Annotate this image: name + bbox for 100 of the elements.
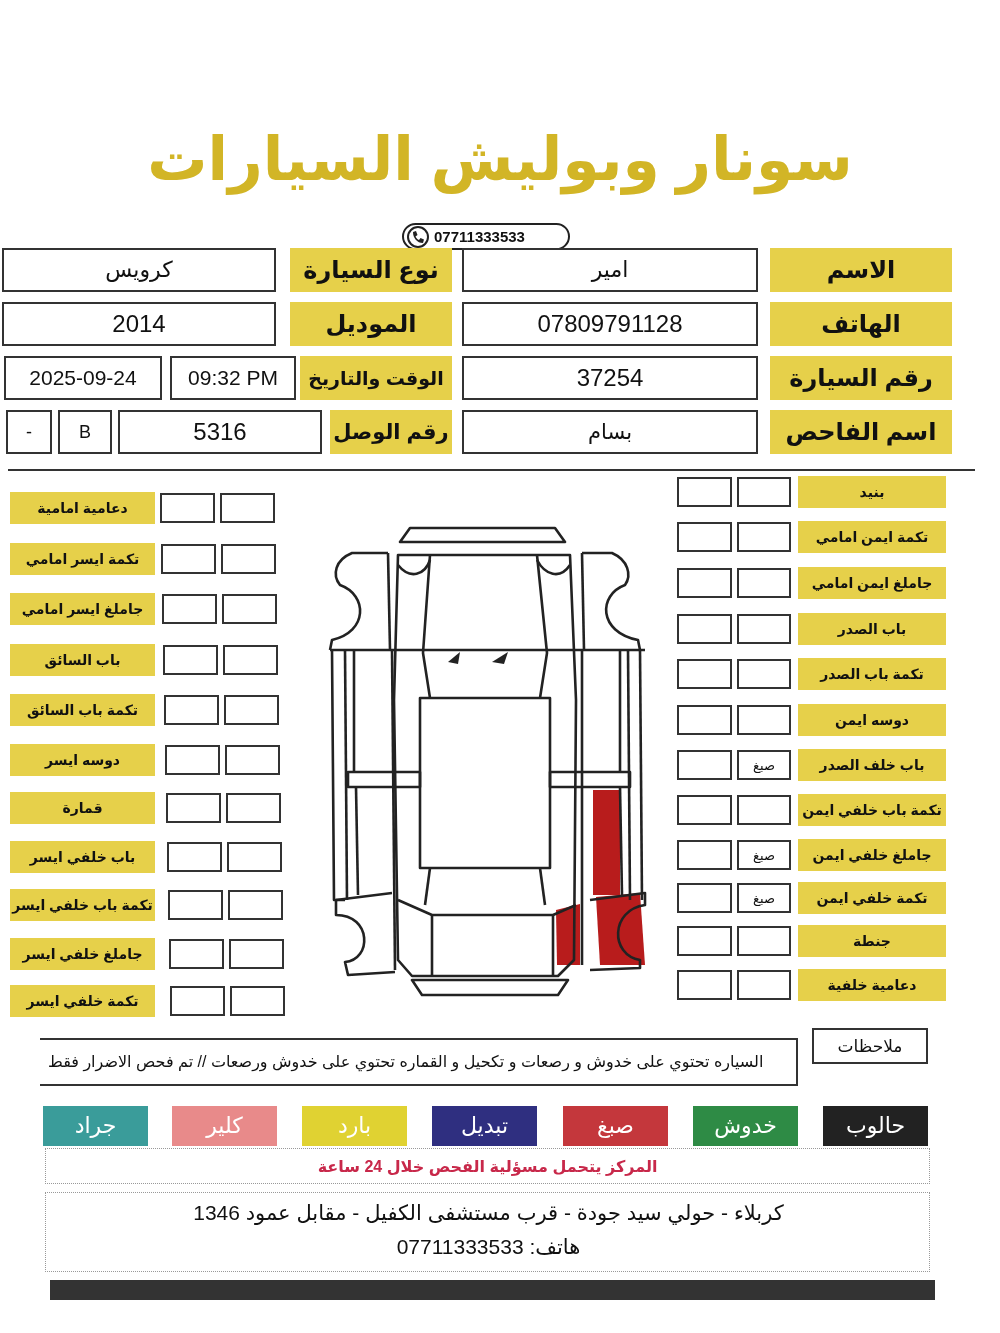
field-label: رقم الوصل bbox=[330, 410, 452, 454]
check-box bbox=[677, 750, 732, 780]
phone-text: هاتف: 07711333533 bbox=[395, 1235, 582, 1259]
legend-swatch: صبغ bbox=[563, 1106, 668, 1146]
title: سونار وبوليش السيارات bbox=[146, 125, 854, 197]
field-label: تكمة خلفي ايمن bbox=[798, 882, 946, 914]
check-box bbox=[230, 986, 285, 1016]
check-box bbox=[228, 890, 283, 920]
field-label: جاملغ خلفي ايسر bbox=[10, 938, 155, 970]
field-label: باب السائق bbox=[10, 644, 155, 676]
field-label: تكمة باب السائق bbox=[10, 694, 155, 726]
check-box bbox=[677, 926, 732, 956]
value-field: 37254 bbox=[462, 356, 758, 400]
field-label: تكمة ايسر امامي bbox=[10, 543, 155, 575]
notes-label: ملاحظات bbox=[812, 1028, 928, 1064]
legend-swatch: جراد bbox=[43, 1106, 148, 1146]
check-box bbox=[167, 842, 222, 872]
check-box bbox=[224, 695, 279, 725]
check-box bbox=[225, 745, 280, 775]
field-label: دوسه ايسر bbox=[10, 744, 155, 776]
check-box bbox=[165, 745, 220, 775]
check-box bbox=[737, 970, 791, 1000]
check-box bbox=[229, 939, 284, 969]
value-field: 07809791128 bbox=[462, 302, 758, 346]
check-box bbox=[160, 493, 215, 523]
check-box bbox=[737, 659, 791, 689]
check-box bbox=[737, 477, 791, 507]
notice-text: المركز يتحمل مسؤلية الفحص خلال 24 ساعة bbox=[45, 1148, 930, 1184]
check-box bbox=[220, 493, 275, 523]
check-box bbox=[164, 695, 219, 725]
check-box bbox=[737, 705, 791, 735]
field-label: الوقت والتاريخ bbox=[300, 356, 452, 400]
field-label: تكمة باب الصدر bbox=[798, 658, 946, 690]
value-field: بسام bbox=[462, 410, 758, 454]
legend-swatch: حالوب bbox=[823, 1106, 928, 1146]
check-box bbox=[168, 890, 223, 920]
value-field: 5316 bbox=[118, 410, 322, 454]
check-box bbox=[737, 795, 791, 825]
check-box bbox=[170, 986, 225, 1016]
check-box bbox=[221, 544, 276, 574]
field-label: اسم الفاحص bbox=[770, 410, 952, 454]
address-text: كربلاء - حولي سيد جودة - قرب مستشفى الكفيل - مقابل عمود 1346 bbox=[192, 1201, 785, 1225]
field-label: تكمة باب خلفي ايمن bbox=[798, 794, 946, 826]
check-box bbox=[223, 645, 278, 675]
phone-number: 07711333533 bbox=[434, 228, 525, 245]
legend-swatch: تبديل bbox=[432, 1106, 537, 1146]
value-field: - bbox=[6, 410, 52, 454]
check-box bbox=[677, 705, 732, 735]
field-label: تكمة خلفي ايسر bbox=[10, 985, 155, 1017]
field-label: جاملغ ايسر امامي bbox=[10, 593, 155, 625]
legend-swatch: بارد bbox=[302, 1106, 407, 1146]
field-label: تكمة ايمن امامي bbox=[798, 521, 946, 553]
field-label: باب خلفي ايسر bbox=[10, 841, 155, 873]
check-box bbox=[677, 795, 732, 825]
field-label: الاسم bbox=[770, 248, 952, 292]
field-label: الموديل bbox=[290, 302, 452, 346]
check-box: صبغ bbox=[737, 883, 791, 913]
field-label: رقم السيارة bbox=[770, 356, 952, 400]
value-field: 2025-09-24 bbox=[4, 356, 162, 400]
notes-text: السياره تحتوي على خدوش و رصعات و تكحيل و القماره تحتوي على خدوش ورصعات // تم فحص الاضرار فقط bbox=[40, 1038, 798, 1086]
check-box bbox=[737, 522, 791, 552]
check-box: صبغ bbox=[737, 840, 791, 870]
field-label: جنطة bbox=[798, 925, 946, 957]
check-box bbox=[677, 522, 732, 552]
check-box bbox=[162, 594, 217, 624]
field-label: باب الصدر bbox=[798, 613, 946, 645]
field-label: جاملغ ايمن امامي bbox=[798, 567, 946, 599]
field-label: دوسه ايمن bbox=[798, 704, 946, 736]
check-box bbox=[222, 594, 277, 624]
check-box bbox=[166, 793, 221, 823]
check-box bbox=[677, 883, 732, 913]
field-label: دعامية خلفية bbox=[798, 969, 946, 1001]
field-label: دعامية امامية bbox=[10, 492, 155, 524]
check-box bbox=[737, 568, 791, 598]
check-box bbox=[677, 568, 732, 598]
field-label: قمارة bbox=[10, 792, 155, 824]
check-box: صبغ bbox=[737, 750, 791, 780]
check-box bbox=[161, 544, 216, 574]
check-box bbox=[163, 645, 218, 675]
check-box bbox=[677, 477, 732, 507]
check-box bbox=[737, 926, 791, 956]
check-box bbox=[227, 842, 282, 872]
field-label: الهاتف bbox=[770, 302, 952, 346]
value-field: B bbox=[58, 410, 112, 454]
field-label: بنيد bbox=[798, 476, 946, 508]
check-box bbox=[677, 840, 732, 870]
field-label: نوع السيارة bbox=[290, 248, 452, 292]
check-box bbox=[677, 614, 732, 644]
field-label: باب خلف الصدر bbox=[798, 749, 946, 781]
value-field: 09:32 PM bbox=[170, 356, 296, 400]
value-field: 2014 bbox=[2, 302, 276, 346]
field-label: تكمة باب خلفي ايسر bbox=[10, 889, 155, 921]
legend-swatch: خدوش bbox=[693, 1106, 798, 1146]
check-box bbox=[677, 659, 732, 689]
check-box bbox=[226, 793, 281, 823]
check-box bbox=[169, 939, 224, 969]
legend-swatch: كلير bbox=[172, 1106, 277, 1146]
field-label: جاملغ خلفي ايمن bbox=[798, 839, 946, 871]
value-field: امير bbox=[462, 248, 758, 292]
value-field: كرويس bbox=[2, 248, 276, 292]
